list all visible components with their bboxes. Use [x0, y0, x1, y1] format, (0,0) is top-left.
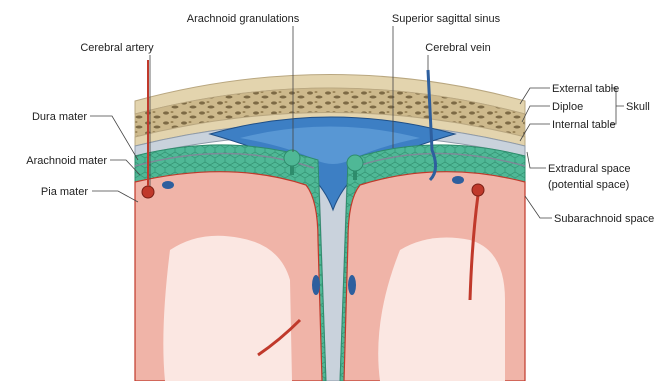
- vein-falx-right: [348, 275, 356, 295]
- label-cerebral-artery: Cerebral artery: [80, 42, 154, 54]
- label-internal-table: Internal table: [552, 119, 616, 131]
- white-matter-right: [378, 238, 505, 381]
- label-extradural-potential: (potential space): [548, 179, 629, 191]
- vein-left: [162, 181, 174, 189]
- label-dura-mater: Dura mater: [32, 111, 87, 123]
- label-subarachnoid-space: Subarachnoid space: [554, 213, 654, 225]
- label-diploe: Diploe: [552, 101, 583, 113]
- label-superior-sagittal-sinus: Superior sagittal sinus: [392, 13, 501, 25]
- label-skull: Skull: [626, 101, 650, 113]
- label-cerebral-vein: Cerebral vein: [425, 42, 490, 54]
- label-extradural-space: Extradural space: [548, 163, 631, 175]
- vein-falx-left: [312, 275, 320, 295]
- vein-right: [452, 176, 464, 184]
- artery-right: [472, 184, 484, 196]
- label-pia-mater: Pia mater: [41, 186, 88, 198]
- white-matter-left: [163, 236, 292, 381]
- cerebral-artery-cross-section: [142, 186, 154, 198]
- label-arachnoid-mater: Arachnoid mater: [26, 155, 107, 167]
- label-external-table: External table: [552, 83, 619, 95]
- label-arachnoid-granulations: Arachnoid granulations: [187, 13, 300, 25]
